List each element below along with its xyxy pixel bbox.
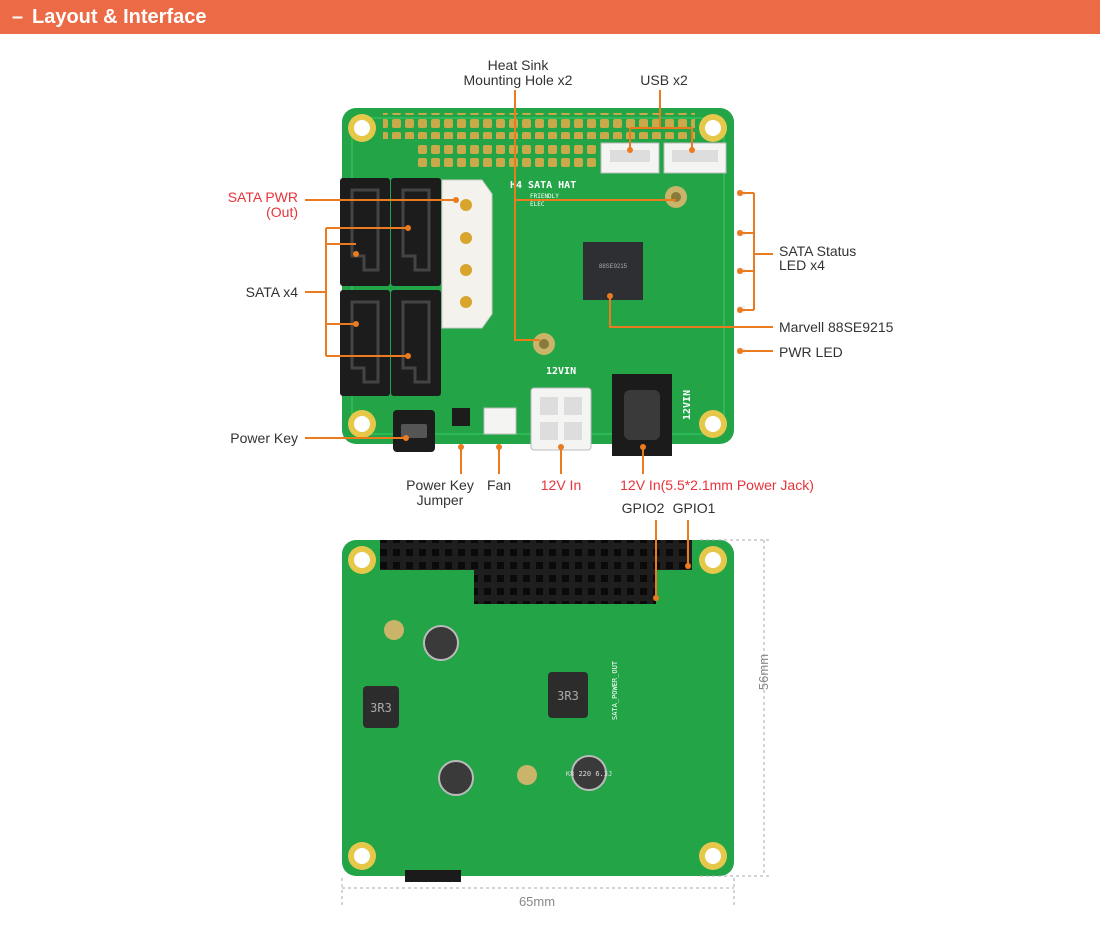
label-gpio2: GPIO2 — [622, 500, 665, 516]
label-heat-sink-2: Mounting Hole x2 — [464, 72, 573, 88]
power-silkscreen-vertical: 12VIN — [682, 390, 693, 420]
power-silkscreen: 12VIN — [546, 366, 576, 377]
label-12v-jack: 12V In(5.5*2.1mm Power Jack) — [620, 477, 814, 493]
section-header: – Layout & Interface — [0, 0, 1100, 34]
dimension-width: 65mm — [519, 894, 555, 909]
capacitor-2 — [438, 760, 474, 796]
label-fan: Fan — [487, 477, 511, 493]
board-name-silkscreen: H4 SATA HAT — [510, 180, 576, 191]
label-sata-status-2: LED x4 — [779, 257, 825, 273]
brand-silkscreen: FRIENDLY — [530, 193, 559, 200]
label-usb: USB x2 — [640, 72, 688, 88]
label-power-key-jumper: Power Key — [406, 477, 474, 493]
top-board: 88SE9215 H4 SATA HAT FRIENDLY ELEC 12VIN… — [340, 108, 745, 456]
collapse-icon[interactable]: – — [12, 6, 24, 28]
label-sata: SATA x4 — [246, 284, 299, 300]
inductor-1-label: 3R3 — [370, 701, 392, 715]
inductor-1 — [363, 686, 399, 728]
sata-connectors — [340, 178, 441, 396]
bottom-board: 3R3 3R3 K8 220 6.3J SATA_POWER_OUT — [342, 540, 734, 882]
capacitor-3-label: K8 220 6.3J — [566, 770, 612, 778]
twelve-v-in-connector — [530, 387, 592, 451]
bottom-annotations: GPIO2 GPIO1 56mm 65mm — [341, 500, 771, 909]
gpio-pins — [383, 113, 695, 139]
bottom-pcb — [342, 540, 734, 876]
top-annotations: Heat Sink Mounting Hole x2 USB x2 SATA P… — [228, 57, 894, 508]
label-power-key: Power Key — [230, 430, 298, 446]
label-marvell: Marvell 88SE9215 — [779, 319, 894, 335]
marvell-chip: 88SE9215 — [583, 242, 643, 300]
label-sata-pwr: SATA PWR — [228, 189, 298, 205]
section-title: Layout & Interface — [32, 6, 207, 28]
label-gpio1: GPIO1 — [673, 500, 716, 516]
fan-header — [483, 407, 517, 435]
sata-power-out-silkscreen: SATA_POWER_OUT — [611, 660, 619, 720]
label-sata-pwr-2: (Out) — [266, 204, 298, 220]
inductor-2 — [548, 672, 588, 718]
usb-headers — [600, 142, 727, 174]
label-power-key-jumper-2: Jumper — [417, 492, 464, 508]
mounting-holes — [348, 114, 727, 438]
label-heat-sink: Heat Sink — [488, 57, 550, 73]
capacitor-3 — [571, 755, 607, 791]
dimension-height: 56mm — [756, 654, 771, 690]
svg-text:88SE9215: 88SE9215 — [599, 264, 628, 270]
brand-silkscreen-2: ELEC — [530, 201, 545, 208]
sata-power-out-connector — [441, 179, 493, 329]
label-sata-status: SATA Status — [779, 243, 856, 259]
barrel-jack — [612, 374, 672, 456]
inductor-2-label: 3R3 — [557, 689, 579, 703]
label-pwr-led: PWR LED — [779, 344, 843, 360]
gpio-header — [380, 540, 692, 570]
label-12v-in: 12V In — [541, 477, 581, 493]
capacitor-1 — [423, 625, 459, 661]
